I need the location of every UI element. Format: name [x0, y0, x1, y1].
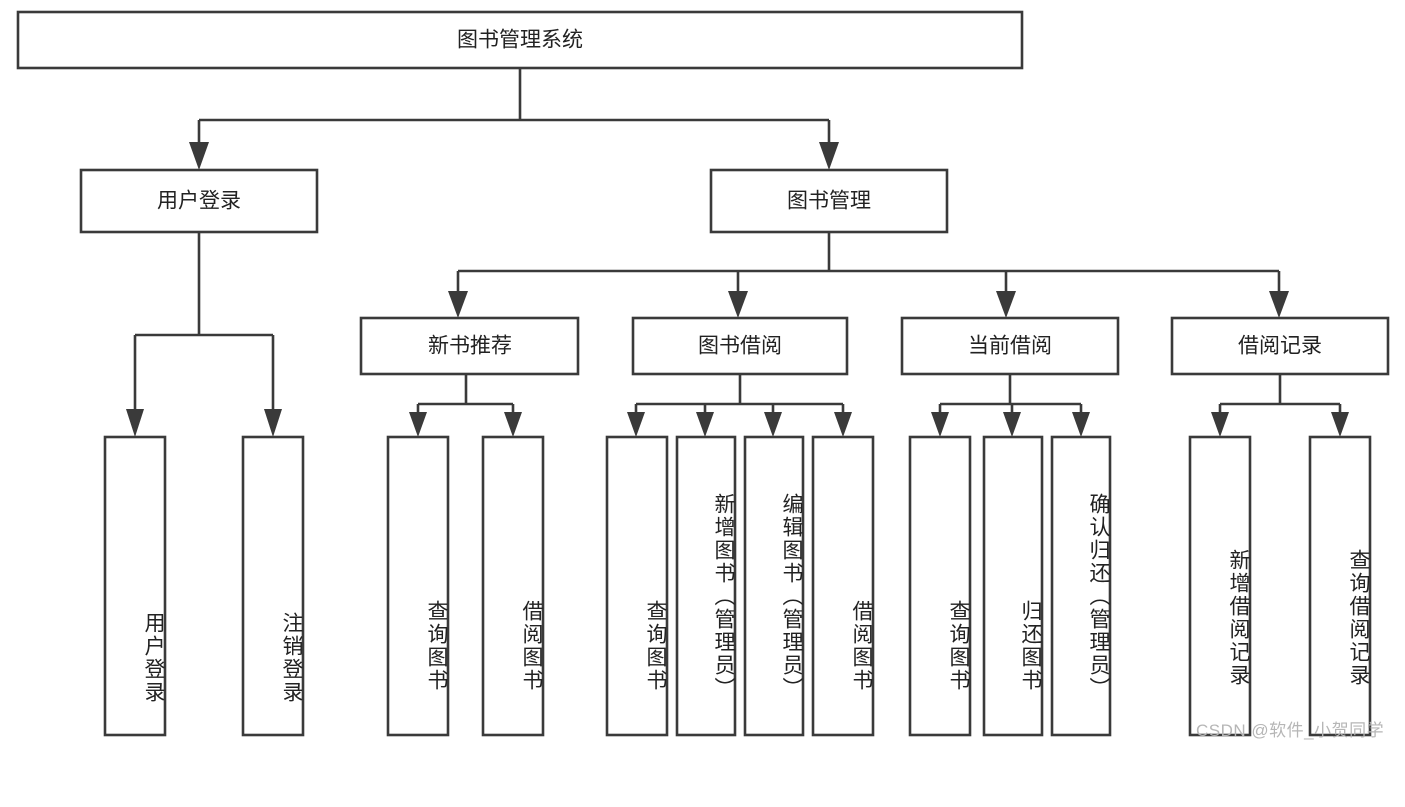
arrow-head-leaf-query-book-borrow: [627, 412, 645, 437]
diagram-root: 图书管理系统 用户登录 图书管理 新书推荐 图书借阅 当前借阅 借阅记录: [16, 10, 1390, 740]
node-book-borrow-label: 图书借阅: [698, 335, 782, 358]
connector-group-book-borrow: [627, 374, 852, 437]
node-leaf-edit-book-box[interactable]: [743, 435, 805, 737]
tree-diagram-canvas: 图书管理系统 用户登录 图书管理 新书推荐 图书借阅 当前借阅 借阅记录: [16, 10, 1390, 737]
node-root[interactable]: 图书管理系统: [16, 10, 1024, 70]
node-user-login-box[interactable]: [79, 168, 319, 234]
connector-group-borrow-record: [1211, 374, 1349, 437]
node-leaf-borrow-book-rec-box[interactable]: [481, 435, 545, 737]
node-leaf-query-record-box[interactable]: [1308, 435, 1372, 737]
arrow-head-leaf-borrow-book: [834, 412, 852, 437]
node-book-borrow[interactable]: 图书借阅: [631, 316, 849, 376]
node-book-manage-label: 图书管理: [787, 190, 871, 213]
node-leaf-return-book-box[interactable]: [982, 435, 1044, 737]
node-borrow-record[interactable]: 借阅记录: [1170, 316, 1390, 376]
arrow-head-leaf-add-book: [696, 412, 714, 437]
arrow-head-borrow-record: [1269, 291, 1289, 318]
node-borrow-record-label: 借阅记录: [1238, 335, 1322, 358]
node-user-login-label: 用户登录: [157, 190, 241, 213]
arrow-head-leaf-confirm-return: [1072, 412, 1090, 437]
arrow-head-book-manage: [819, 142, 839, 170]
node-leaf-query-book-rec-box[interactable]: [386, 435, 450, 737]
connector-group-new-book-rec: [409, 374, 522, 437]
arrow-head-leaf-query-record: [1331, 412, 1349, 437]
node-leaf-user-logout-box[interactable]: [241, 435, 305, 737]
arrow-head-book-borrow: [728, 291, 748, 318]
node-leaf-add-book-box[interactable]: [675, 435, 737, 737]
arrow-head-leaf-return-book: [1003, 412, 1021, 437]
node-new-book-rec-label: 新书推荐: [428, 335, 512, 358]
node-book-manage-box[interactable]: [709, 168, 949, 234]
node-new-book-rec[interactable]: 新书推荐: [359, 316, 580, 376]
node-current-borrow-label: 当前借阅: [968, 335, 1052, 358]
connector-group-book-manage: [448, 232, 1289, 318]
node-current-borrow-box[interactable]: [900, 316, 1120, 376]
arrow-head-leaf-query-book-cur: [931, 412, 949, 437]
arrow-head-user-login: [189, 142, 209, 170]
node-new-book-rec-box[interactable]: [359, 316, 580, 376]
node-leaf-borrow-book-box[interactable]: [811, 435, 875, 737]
node-book-borrow-box[interactable]: [631, 316, 849, 376]
node-borrow-record-box[interactable]: [1170, 316, 1390, 376]
arrow-head-current-borrow: [996, 291, 1016, 318]
arrow-head-leaf-user-login: [126, 409, 144, 437]
arrow-head-leaf-user-logout: [264, 409, 282, 437]
node-book-manage[interactable]: 图书管理: [709, 168, 949, 234]
arrow-head-new-book-rec: [448, 291, 468, 318]
arrow-head-leaf-query-book-rec: [409, 412, 427, 437]
connector-group-user-login: [126, 232, 282, 437]
node-user-login[interactable]: 用户登录: [79, 168, 319, 234]
arrow-head-leaf-borrow-book-rec: [504, 412, 522, 437]
arrow-head-leaf-add-record: [1211, 412, 1229, 437]
watermark-text: CSDN @软件_小贺同学: [1196, 721, 1385, 740]
node-root-label: 图书管理系统: [457, 29, 583, 52]
arrow-head-leaf-edit-book: [764, 412, 782, 437]
node-leaf-add-record-box[interactable]: [1188, 435, 1252, 737]
node-leaf-user-login-box[interactable]: [103, 435, 167, 737]
connector-group-current-borrow: [931, 374, 1090, 437]
node-leaf-query-book-borrow-box[interactable]: [605, 435, 669, 737]
node-current-borrow[interactable]: 当前借阅: [900, 316, 1120, 376]
node-leaf-confirm-return-box[interactable]: [1050, 435, 1112, 737]
node-root-box[interactable]: [16, 10, 1024, 70]
node-leaf-query-book-cur-box[interactable]: [908, 435, 972, 737]
connector-group-root: [189, 68, 839, 170]
